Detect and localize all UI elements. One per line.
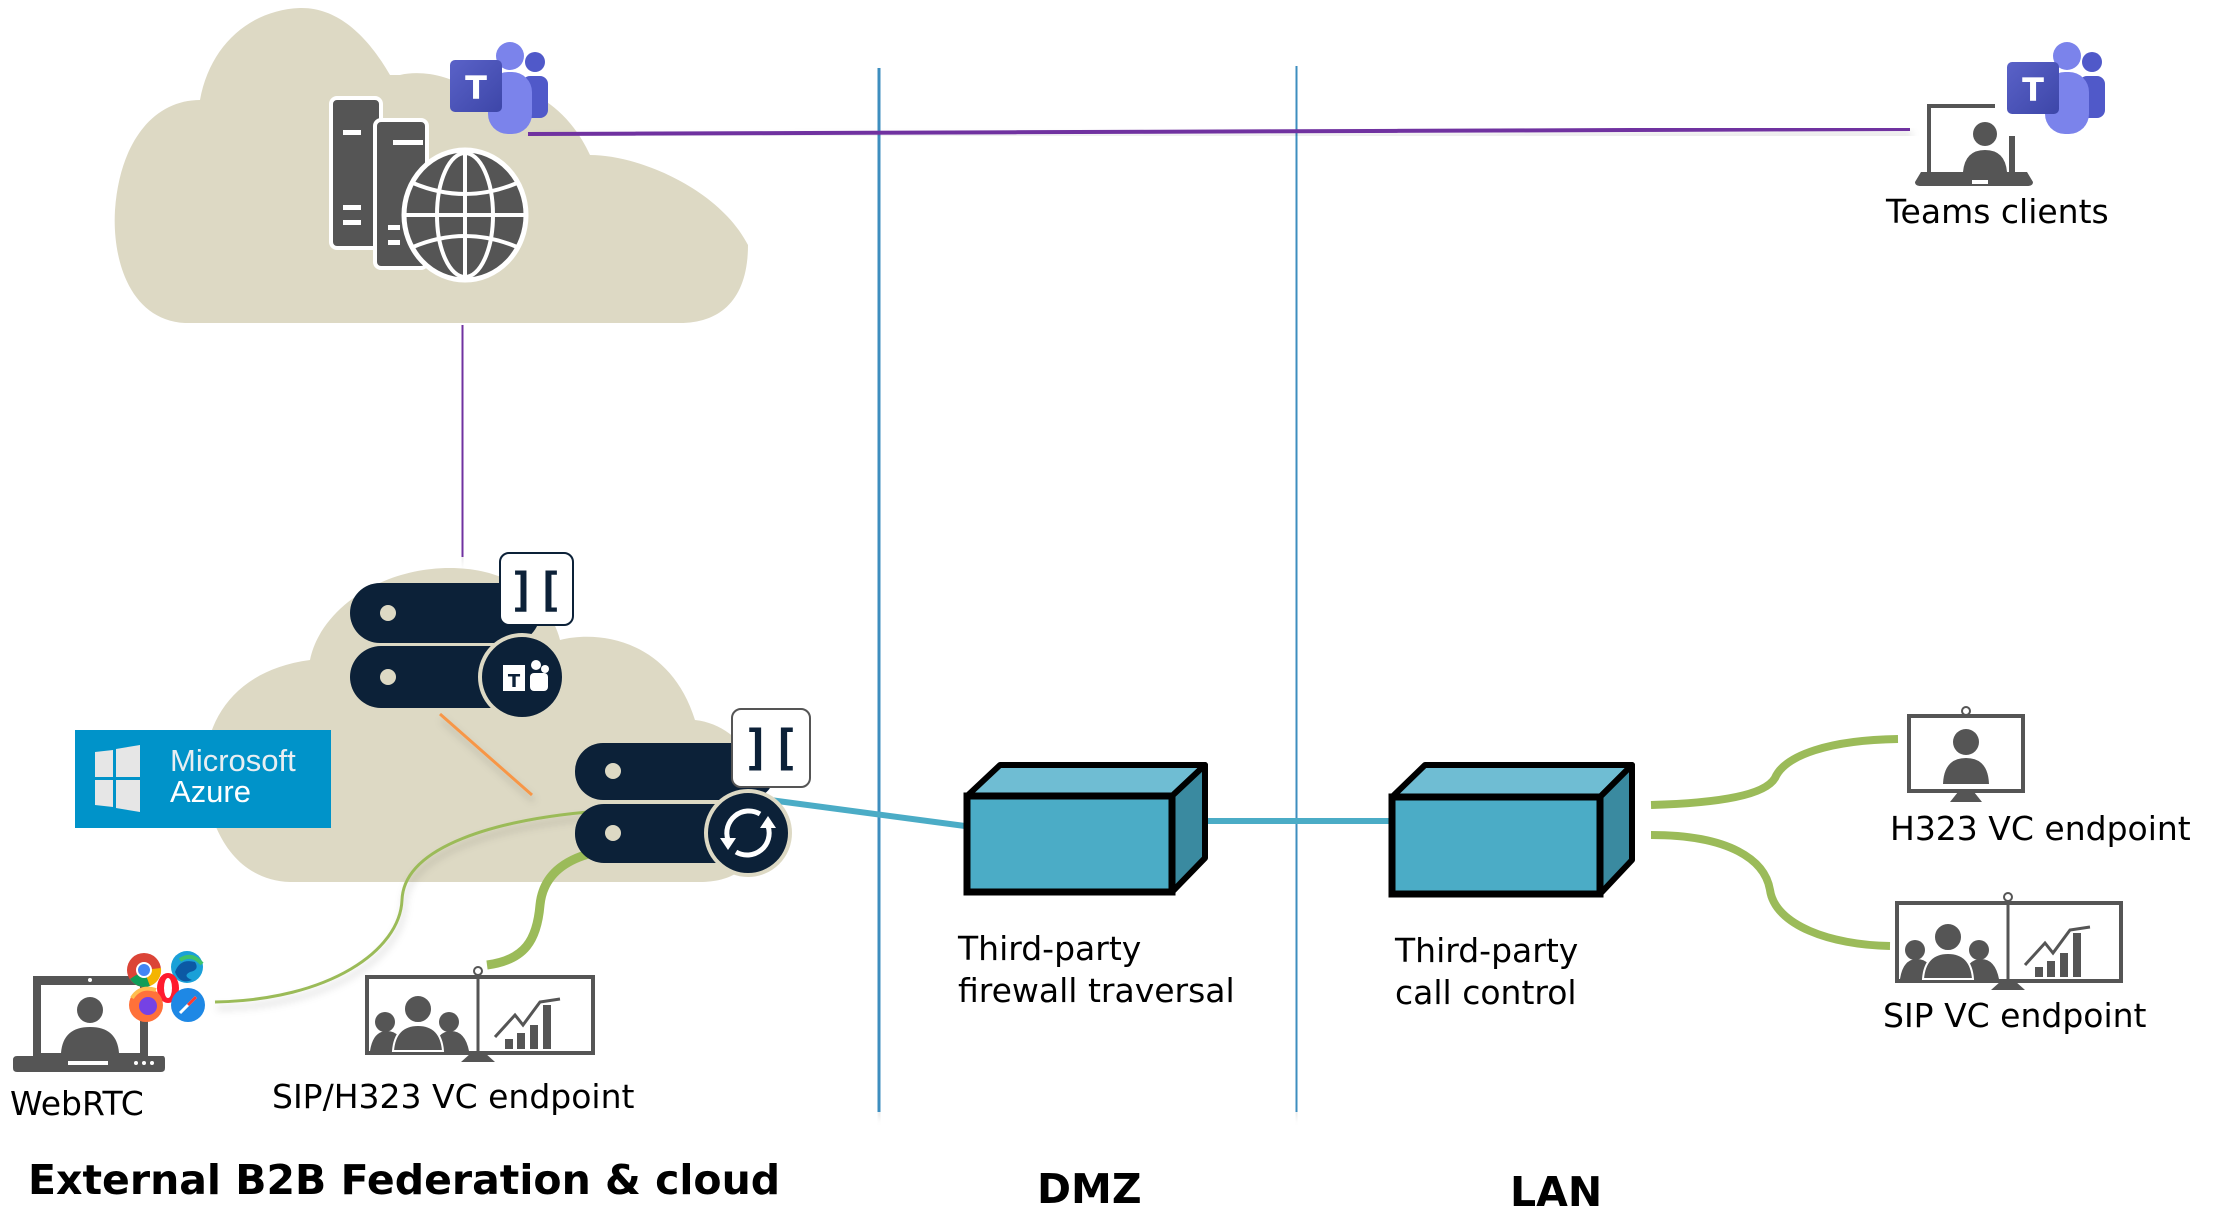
server-globe-icon [329, 96, 529, 283]
svg-text:T: T [508, 671, 521, 692]
zone-label-dmz: DMZ [1037, 1165, 1142, 1213]
zone-label-lan: LAN [1510, 1168, 1603, 1216]
zone-label-external: External B2B Federation & cloud [28, 1156, 781, 1204]
firewall-traversal-box [963, 762, 1208, 896]
sip-link [1650, 831, 1891, 950]
zone-divider-lan [1293, 65, 1300, 1113]
svg-text:][: ][ [742, 720, 800, 776]
call-control-label-line2: call control [1395, 973, 1577, 1012]
chrome-icon [127, 953, 162, 987]
cvi-edge-server: ][ [575, 708, 811, 877]
h323-endpoint-label: H323 VC endpoint [1890, 809, 2191, 848]
webrtc-link [214, 810, 589, 1004]
teams-icon: T [450, 42, 548, 134]
bracket-badge: ][ [731, 708, 811, 788]
h323-link [1650, 735, 1899, 809]
teams-icon: T [2007, 42, 2105, 134]
teams-link-vertical [460, 324, 465, 558]
svg-text:T: T [2022, 71, 2044, 109]
dual-monitor-icon [1895, 892, 2123, 990]
internal-link [439, 712, 533, 797]
cvi-teams-server: ][ T [350, 552, 574, 721]
teams-clients-label: Teams clients [1886, 192, 2109, 231]
webrtc-label: WebRTC [10, 1084, 144, 1123]
laptop-user-icon [1915, 104, 2033, 186]
edge-to-firewall-link [769, 797, 966, 829]
teams-badge-icon: T [478, 633, 566, 721]
azure-label-microsoft: Microsoft [170, 743, 296, 778]
sip-h323-endpoint-label: SIP/H323 VC endpoint [272, 1077, 635, 1116]
azure-cloud [205, 568, 764, 882]
svg-text:][: ][ [508, 563, 563, 617]
bracket-badge: ][ [499, 552, 574, 626]
sync-icon [704, 789, 792, 877]
zone-divider-dmz [875, 67, 883, 1113]
sip-endpoint-label: SIP VC endpoint [1883, 996, 2147, 1035]
teams-link-horizontal [527, 127, 1911, 136]
dual-monitor-icon [365, 966, 595, 1062]
svg-text:T: T [465, 69, 487, 107]
call-control-label-line1: Third-party [1395, 931, 1579, 970]
azure-label-azure: Azure [170, 774, 251, 809]
cloud-shape [205, 568, 764, 882]
safari-icon [171, 988, 205, 1022]
edge-icon [171, 951, 204, 983]
firewall-traversal-label-line1: Third-party [958, 929, 1142, 968]
azure-logo [75, 730, 331, 828]
call-control-box [1388, 762, 1635, 898]
monitor-user-icon [1907, 706, 2025, 802]
laptop-user-icon [13, 976, 165, 1072]
opera-icon [157, 973, 179, 1003]
firefox-icon [129, 986, 163, 1022]
firewall-traversal-label-line2: firewall traversal [958, 971, 1235, 1010]
sip-h323-link [486, 848, 594, 970]
browser-icons [127, 951, 205, 1022]
